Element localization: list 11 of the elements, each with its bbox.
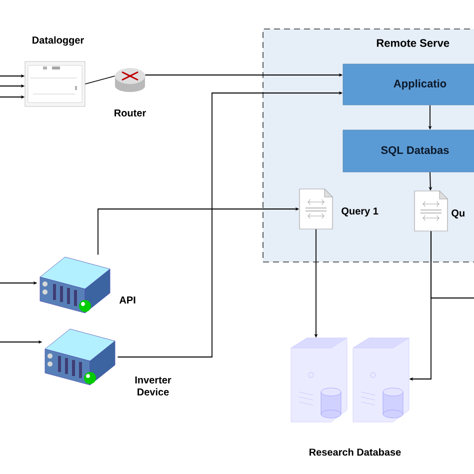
node-label: Research Database: [310, 448, 401, 456]
process-box: SQL Databas: [342, 130, 474, 172]
connector-line: [430, 230, 474, 298]
node-label: API: [119, 296, 136, 304]
node-label: Qu: [452, 210, 464, 218]
connector-line: [84, 76, 116, 84]
process-box: Applicatio: [342, 64, 474, 106]
node-label: Query 1: [342, 207, 378, 217]
node-label: Router: [114, 110, 146, 116]
node-label: Datalogger: [32, 36, 84, 46]
node-label: Inverter Device: [135, 376, 172, 396]
